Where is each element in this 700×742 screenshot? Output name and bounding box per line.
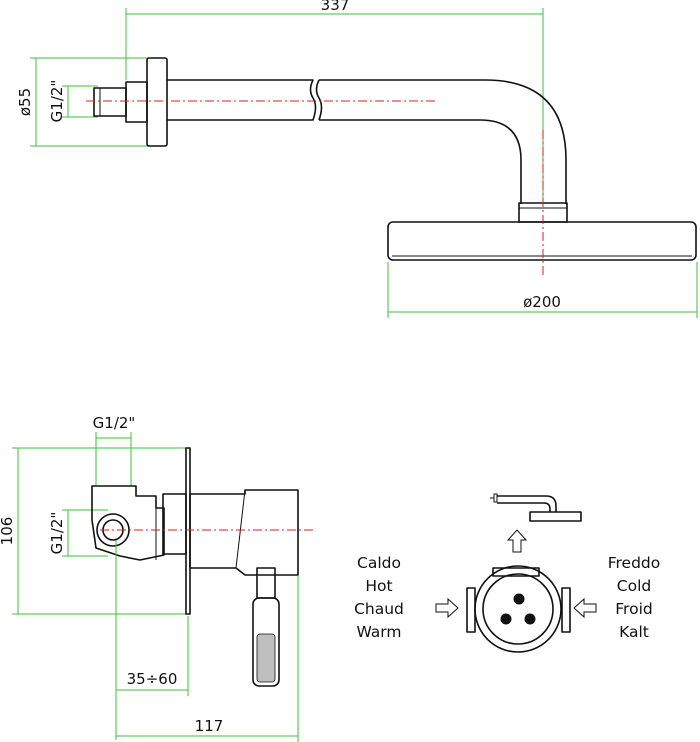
head-diameter-label: ø200 [523, 293, 561, 311]
mixer-wall-body [91, 485, 165, 561]
arm-collar [125, 81, 148, 123]
length-dimension: 337 [125, 0, 544, 200]
arm-thread-nipple [93, 87, 127, 117]
hot-label-en: Hot [365, 577, 392, 595]
mixer-total-depth-dimension: 117 [116, 576, 299, 742]
mixer-lever-body [189, 489, 299, 576]
mixer-depth-range-label: 35÷60 [127, 670, 178, 688]
hot-inlet-arrow [435, 597, 459, 619]
mixer-side-thread-dimension: G1/2" [48, 509, 108, 557]
mixer-total-depth-label: 117 [195, 717, 224, 735]
inlet-port-hot [500, 613, 512, 625]
flow-up-arrow [506, 529, 528, 553]
shower-arm-view: 337 ø55 G1/2" [16, 0, 698, 318]
flange-diameter-label: ø55 [16, 88, 34, 116]
wall-flange [146, 57, 168, 147]
shower-head [387, 221, 697, 261]
mixer-side-thread-label: G1/2" [48, 512, 66, 555]
hot-labels: Caldo Hot Chaud Warm [354, 554, 404, 641]
cold-inlet-arrow [573, 597, 597, 619]
outlet-port-top [513, 593, 525, 605]
flow-diagram: Caldo Hot Chaud Warm Freddo Cold Froid K… [354, 493, 661, 653]
mixer-height-dimension: 106 [0, 447, 190, 615]
cold-label-en: Cold [617, 577, 651, 595]
cold-label-fr: Froid [615, 600, 652, 618]
flange-diameter-dimension: ø55 [16, 57, 150, 147]
mini-shower-icon [490, 493, 582, 522]
inlet-port-cold [524, 613, 536, 625]
head-diameter-dimension: ø200 [387, 262, 698, 318]
hot-label-de: Warm [356, 623, 401, 641]
arm-thread-label: G1/2" [48, 80, 66, 123]
mixer-side-view: G1/2" 106 G1/2" [0, 414, 314, 742]
cold-label-it: Freddo [608, 554, 661, 572]
cartridge-body [466, 565, 571, 653]
hot-label-fr: Chaud [354, 600, 404, 618]
shower-arm-tube [167, 79, 567, 204]
cold-label-de: Kalt [619, 623, 649, 641]
mixer-top-thread-dimension: G1/2" [93, 414, 136, 486]
hot-label-it: Caldo [357, 554, 401, 572]
mixer-height-label: 106 [0, 517, 16, 546]
arm-thread-dimension: G1/2" [48, 80, 98, 123]
mixer-spindle [162, 493, 187, 555]
cold-labels: Freddo Cold Froid Kalt [608, 554, 661, 641]
mixer-top-thread-label: G1/2" [93, 414, 136, 432]
length-dimension-label: 337 [321, 0, 350, 14]
mixer-depth-range-dimension: 35÷60 [115, 540, 189, 740]
mixer-handle[interactable] [252, 567, 280, 687]
